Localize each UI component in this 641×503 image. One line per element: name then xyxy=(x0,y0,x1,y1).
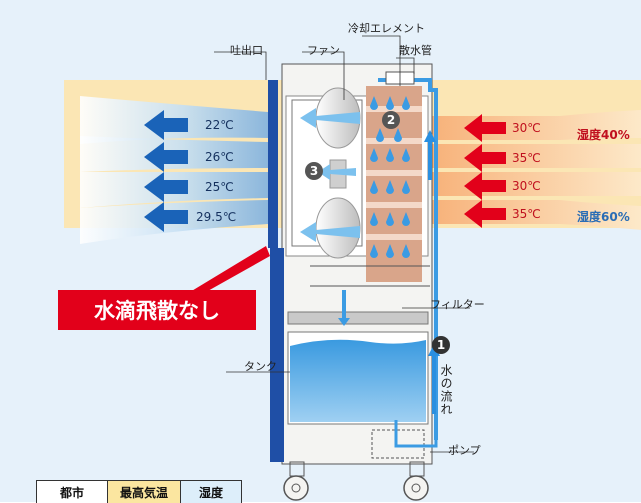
marker-1: 1 xyxy=(432,336,450,354)
inlet-temp-2: 35℃ xyxy=(512,151,541,165)
table-header-max-temp: 最高気温 xyxy=(108,481,181,503)
cooling-element-lines xyxy=(366,106,422,240)
label-sprinkler-pipe: 散水管 xyxy=(399,44,432,57)
outlet-temp-2: 26℃ xyxy=(205,150,234,164)
filter-drop-arrow xyxy=(338,290,350,326)
humidity-60: 湿度60% xyxy=(577,210,630,224)
tank-water xyxy=(290,339,426,422)
inlet-temp-3: 30℃ xyxy=(512,179,541,193)
side-panel xyxy=(270,248,284,462)
inlet-arrows xyxy=(464,114,506,228)
inlet-stream-4 xyxy=(432,200,641,230)
outlet-temp-3: 25℃ xyxy=(205,180,234,194)
inlet-temp-1: 30℃ xyxy=(512,121,541,135)
table-header-city: 都市 xyxy=(37,481,108,503)
label-cooling-element: 冷却エレメント xyxy=(348,22,425,35)
no-splash-badge: 水滴飛散なし xyxy=(58,290,256,330)
label-tank: タンク xyxy=(244,360,277,373)
label-fan: ファン xyxy=(307,44,340,57)
outlet-arrows xyxy=(144,110,188,232)
humidity-40: 湿度40% xyxy=(577,128,630,142)
city-table-header: 都市 最高気温 湿度 xyxy=(36,480,242,503)
badge-pointer xyxy=(190,246,270,292)
table-header-humidity: 湿度 xyxy=(181,481,241,503)
filter-tray xyxy=(287,311,429,325)
outlet-temp-4: 29.5℃ xyxy=(196,210,237,224)
label-water-flow: 水の流れ xyxy=(439,364,453,416)
internal-flow-arrows xyxy=(300,108,360,242)
water-drops xyxy=(370,96,410,258)
marker-3: 3 xyxy=(305,162,323,180)
caster-right xyxy=(403,475,429,501)
pump xyxy=(371,429,425,459)
inlet-temp-4: 35℃ xyxy=(512,207,541,221)
pump-pipe xyxy=(394,420,438,448)
water-flow-arrow xyxy=(428,344,440,414)
leader-lines xyxy=(214,35,474,453)
outlet-temp-1: 22℃ xyxy=(205,118,234,132)
marker-2: 2 xyxy=(382,111,400,129)
label-outlet: 吐出口 xyxy=(230,44,263,57)
up-flow-arrow xyxy=(424,130,436,180)
label-filter: フィルター xyxy=(430,298,485,311)
label-pump: ポンプ xyxy=(448,444,481,457)
outlet-grille xyxy=(268,80,278,248)
caster-left xyxy=(283,475,309,501)
